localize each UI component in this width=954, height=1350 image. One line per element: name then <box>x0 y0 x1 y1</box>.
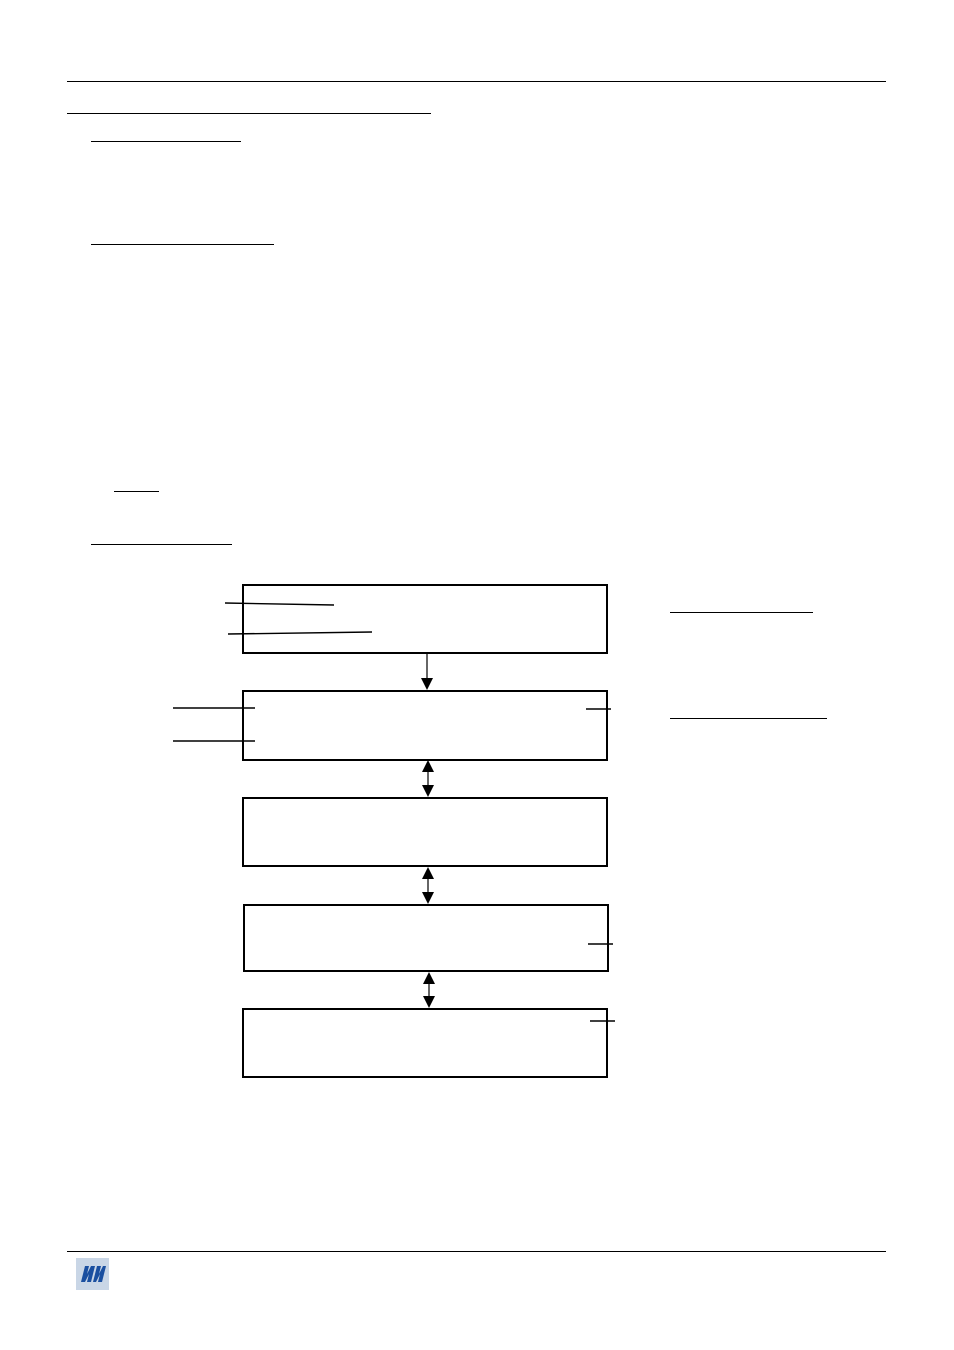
section-heading-main <box>67 113 431 114</box>
diagram-box-5 <box>242 1008 608 1078</box>
section-heading-1 <box>91 141 241 142</box>
footer-rule <box>67 1251 886 1252</box>
section-heading-2 <box>91 244 274 245</box>
logo-mark-icon <box>76 1258 109 1290</box>
side-label-1 <box>670 612 813 613</box>
company-logo <box>76 1258 109 1290</box>
diagram-box-2 <box>242 690 608 761</box>
diagram-box-1 <box>242 584 608 654</box>
header-rule <box>67 81 886 82</box>
section-heading-3 <box>91 544 232 545</box>
note-label <box>114 491 159 492</box>
diagram-box-4 <box>243 904 609 972</box>
diagram-box-3 <box>242 797 608 867</box>
side-label-2 <box>670 718 827 719</box>
